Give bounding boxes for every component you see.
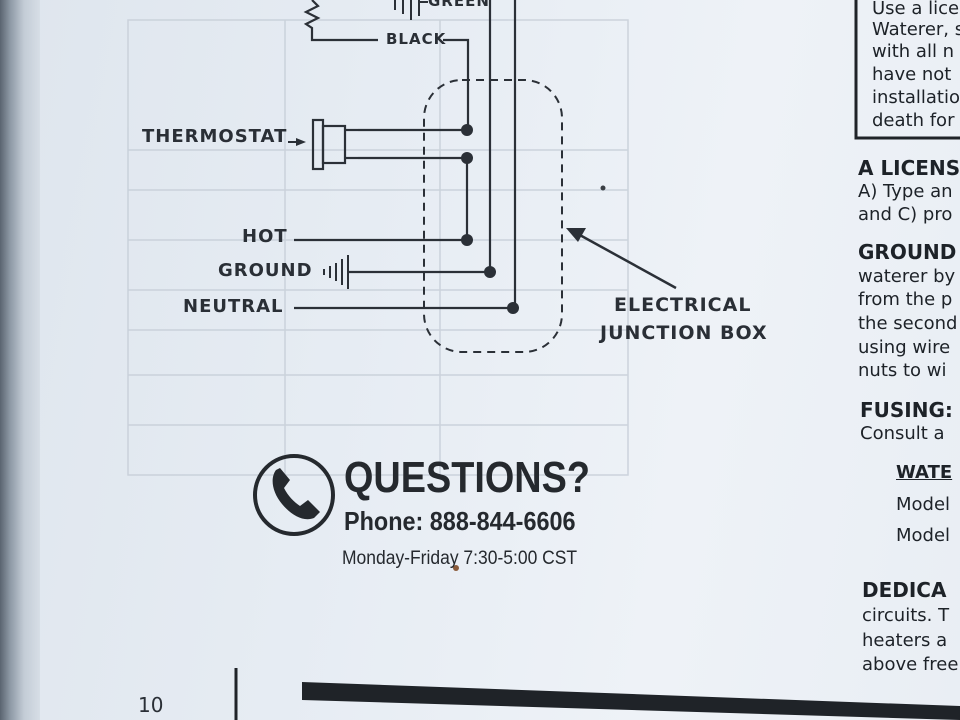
dedicated-line: above free: [862, 654, 959, 675]
license-line: A) Type an: [858, 181, 953, 202]
green-label: GREEN: [428, 0, 490, 10]
page-number: 10: [138, 693, 164, 717]
neutral-label: NEUTRAL: [183, 296, 284, 317]
green-ground-symbol: [394, 0, 428, 20]
hot-label: HOT: [242, 226, 288, 247]
footer-bar: [302, 682, 960, 720]
ground-symbol: [323, 255, 349, 289]
book-binding: [0, 0, 40, 720]
dedicated-heading: DEDICA: [862, 578, 947, 602]
license-line: and C) pro: [858, 204, 953, 225]
water-heading: WATE: [896, 462, 953, 483]
fusing-heading: FUSING:: [860, 398, 953, 422]
ground-line: from the p: [858, 289, 953, 310]
warning-line: with all n: [872, 41, 955, 62]
warning-line: Waterer, s: [872, 19, 960, 40]
questions-hours: Monday-Friday 7:30-5:00 CST: [342, 548, 578, 569]
thermostat-symbol: [311, 118, 358, 171]
ground-line: the second: [858, 313, 958, 334]
model-line: Model: [896, 525, 951, 546]
license-heading: A LICENS: [858, 156, 960, 180]
thermostat-label: THERMOSTAT: [142, 126, 288, 147]
warning-line: Use a lice: [872, 0, 960, 19]
ground-label: GROUND: [218, 260, 313, 281]
ground-line: nuts to wi: [858, 360, 947, 381]
dedicated-line: heaters a: [862, 630, 948, 651]
resistor-symbol: [303, 0, 378, 42]
phone-icon: [253, 454, 335, 536]
ground-line: waterer by: [858, 266, 956, 287]
fusing-line: Consult a: [860, 423, 945, 444]
junction-dots: [461, 124, 519, 314]
questions-title: QUESTIONS?: [344, 453, 590, 502]
manual-page: [28, 0, 960, 720]
ground-line: using wire: [858, 337, 951, 358]
warning-line: installatio: [872, 87, 960, 108]
junction-box-label-line1: ELECTRICAL: [614, 294, 752, 316]
black-label: BLACK: [386, 30, 447, 48]
junction-box-label-line2: JUNCTION BOX: [600, 322, 768, 344]
questions-phone: Phone: 888-844-6606: [344, 506, 576, 536]
warning-line: death for: [872, 110, 955, 131]
junction-box-outline: [423, 79, 563, 353]
warning-line: have not: [872, 64, 952, 85]
model-line: Model: [896, 494, 951, 515]
ground-heading: GROUND: [858, 240, 957, 264]
dedicated-line: circuits. T: [862, 605, 950, 626]
